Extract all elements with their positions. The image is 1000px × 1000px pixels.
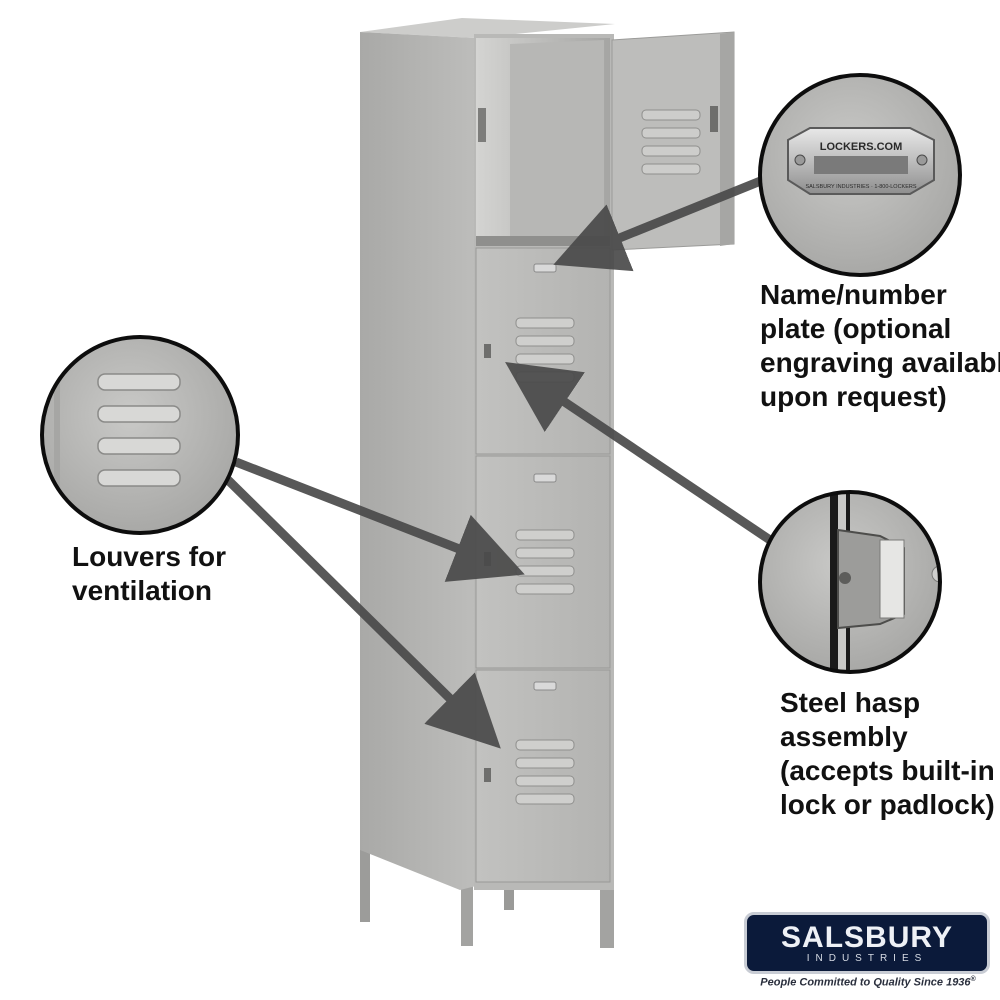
door-name-plate xyxy=(533,263,557,273)
louver-slat xyxy=(97,437,181,455)
hasp-detail-circle xyxy=(758,490,942,674)
interior-latch xyxy=(478,108,486,142)
locker-leg xyxy=(600,876,614,948)
brand-tagline-text: People Committed to Quality Since 1936 xyxy=(760,976,971,989)
nameplate-callout-line: Name/number xyxy=(760,279,947,310)
hasp-callout-line: Steel hasp xyxy=(780,687,921,718)
louver-slat xyxy=(97,373,181,391)
louvers-callout-line: Louvers for xyxy=(72,541,227,572)
plate-bottom-text: SALSBURY INDUSTRIES · 1-800-LOCKERS xyxy=(805,184,916,190)
hasp-rivet xyxy=(931,565,940,583)
arrow-nameplate xyxy=(553,173,770,272)
arrow-louvers-mid xyxy=(234,457,525,582)
hasp-callout-label: Steel hasp assembly (accepts built-in lo… xyxy=(780,686,995,822)
door-louvers xyxy=(515,529,575,595)
door-name-plate xyxy=(533,473,557,483)
locker-leg xyxy=(461,880,473,946)
hasp-callout-line: assembly xyxy=(780,721,908,752)
brand-name: SALSBURY xyxy=(781,921,953,954)
louvers-callout-label: Louvers for ventilation xyxy=(72,540,226,608)
hasp-callout-line: (accepts built-in xyxy=(780,755,995,786)
nameplate-callout-label: Name/number plate (optional engraving av… xyxy=(760,278,1000,414)
door-louvers xyxy=(515,739,575,805)
door-hasp xyxy=(484,344,491,358)
door-hasp xyxy=(484,768,491,782)
plate-screw xyxy=(794,154,806,166)
nameplate-callout-line: plate (optional xyxy=(760,313,952,344)
arrow-hasp xyxy=(505,361,773,544)
louvers-detail-circle xyxy=(40,335,240,535)
nameplate-callout-line: upon request) xyxy=(760,381,947,412)
interior-back-wall xyxy=(510,40,604,238)
interior-shelf xyxy=(476,236,610,246)
hasp-rivet xyxy=(839,572,851,584)
locker-leg xyxy=(504,880,514,910)
nameplate-callout-line: engraving available xyxy=(760,347,1000,378)
locker-leg xyxy=(360,850,370,922)
locker-side-panel xyxy=(360,32,476,890)
registered-mark: ® xyxy=(970,976,976,983)
brand-tagline: People Committed to Quality Since 1936® xyxy=(738,976,998,989)
arrow-louvers-low xyxy=(224,476,501,749)
plate-top-text: LOCKERS.COM xyxy=(820,141,903,153)
callout-arrows xyxy=(224,173,773,749)
plate-screw xyxy=(916,154,928,166)
louver-slat xyxy=(97,405,181,423)
brand-subtitle: INDUSTRIES xyxy=(806,953,928,964)
hasp-callout-line: lock or padlock) xyxy=(780,789,995,820)
salsbury-logo: SALSBURY INDUSTRIES xyxy=(744,912,990,974)
locker-top xyxy=(360,18,615,38)
louver-slat xyxy=(97,469,181,487)
nameplate-detail-circle: LOCKERS.COM SALSBURY INDUSTRIES · 1-800-… xyxy=(758,73,962,277)
louvers-callout-line: ventilation xyxy=(72,575,213,606)
door-name-plate xyxy=(533,681,557,691)
